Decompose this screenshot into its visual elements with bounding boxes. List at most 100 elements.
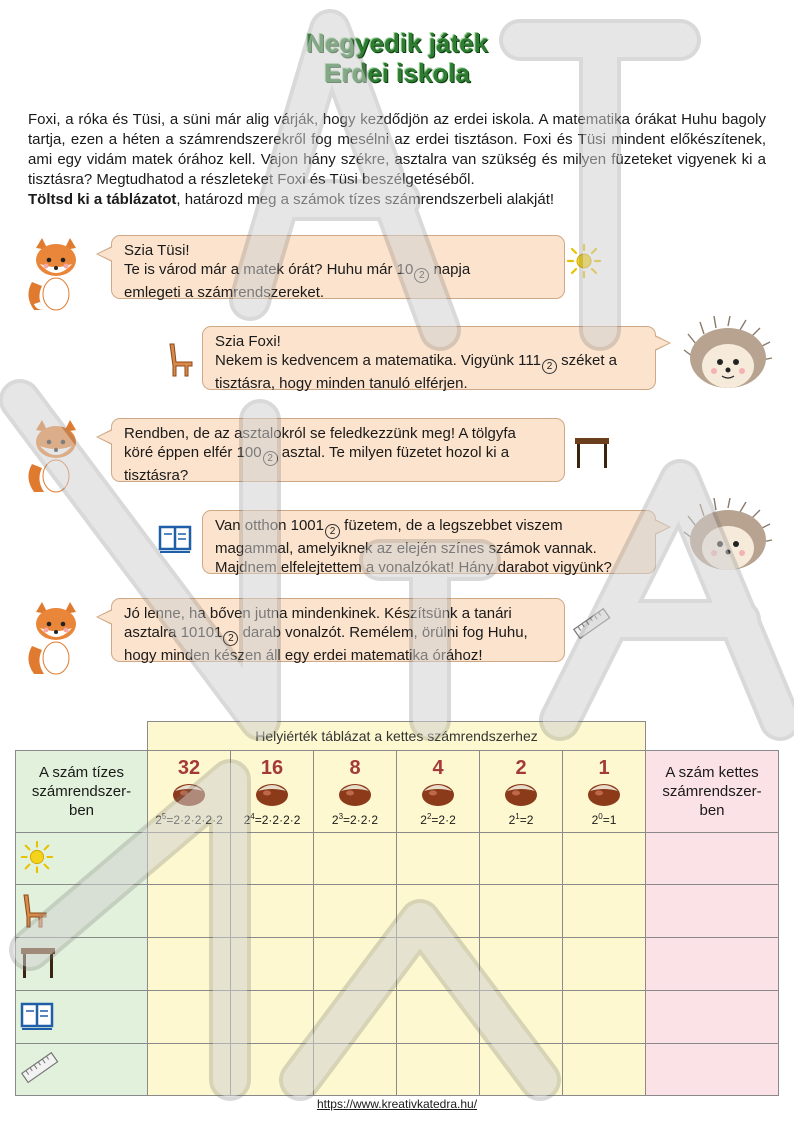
answer-cell[interactable] [396,990,480,1044]
decimal-column-header: A szám tízes számrendszer-ben [15,750,148,833]
answer-cell[interactable] [230,990,314,1044]
power-exponent: 2 [426,811,432,821]
answer-cell[interactable] [147,884,231,938]
hedgehog-icon [683,498,773,570]
bubble-2-line-2: Nekem is kedvencem a matematika. Vigyünk… [215,351,643,374]
answer-cell[interactable] [479,1043,563,1096]
answer-cell[interactable] [313,990,397,1044]
bubble-5-text-a: asztalra 10101 [124,624,223,641]
table-icon [21,947,55,978]
answer-cell[interactable] [562,990,646,1044]
answer-cell[interactable] [562,1043,646,1096]
answer-cell[interactable] [479,937,563,991]
place-value-label: 1 [598,756,610,779]
place-power-label: 20=1 [563,810,645,827]
power-exponent: 4 [250,811,255,821]
place-cell-32: 32 25=2·2·2·2·2 [147,750,231,833]
bubble-1-text-a: Te is várod már a matek órát? Huhu már 1… [124,261,414,278]
answer-cell[interactable] [645,832,779,885]
power-base: 2 [155,812,162,827]
row-label [15,990,148,1044]
bubble-1-line-1: Szia Tüsi! [124,242,190,259]
answer-cell[interactable] [230,1043,314,1096]
base-mark: 2 [324,524,340,539]
table-row [15,937,779,991]
answer-cell[interactable] [230,884,314,938]
table-row [15,1043,779,1096]
power-exponent: 0 [598,811,603,821]
bubble-4-line-3: Majdnem elfelejtettem a vonalzókat! Hány… [215,559,612,576]
intro-paragraph: Foxi, a róka és Tüsi, a süni már alig vá… [28,110,766,210]
answer-cell[interactable] [147,832,231,885]
answer-cell[interactable] [396,884,480,938]
place-power-label: 25=2·2·2·2·2 [148,810,230,827]
power-expansion: =2·2·2·2·2 [166,812,223,827]
speech-bubble-3: Rendben, de az asztalokról se feledkezzü… [96,418,565,484]
chestnut-icon [173,783,205,806]
title-line-2: Erdei iskola [324,58,470,88]
bubble-2-line-1: Szia Foxi! [215,333,281,350]
answer-cell[interactable] [645,990,779,1044]
answer-cell[interactable] [396,1043,480,1096]
sun-icon [20,840,54,874]
answer-cell[interactable] [313,884,397,938]
power-base: 2 [243,812,251,827]
bubble-2-text-a: Nekem is kedvencem a matematika. Vigyünk… [215,352,541,369]
title-line-1: Negyedik játék [305,28,489,58]
base-mark: 2 [414,268,430,283]
answer-cell[interactable] [230,937,314,991]
book-icon [20,1002,54,1030]
answer-cell[interactable] [313,1043,397,1096]
place-power-label: 21=2 [480,810,562,827]
row-label [15,884,148,938]
base-mark: 2 [542,359,557,374]
answer-cell[interactable] [479,832,563,885]
answer-cell[interactable] [562,937,646,991]
power-expansion: =2 [519,812,534,827]
fox-icon [28,602,76,675]
power-exponent: 5 [161,811,167,821]
sun-icon [566,243,602,279]
answer-cell[interactable] [562,884,646,938]
table-row [15,990,779,1044]
answer-cell[interactable] [479,884,563,938]
table-icon [575,438,609,468]
place-value-label: 4 [432,756,444,779]
chestnut-icon [505,783,537,806]
base-mark: 2 [262,451,278,466]
power-expansion: =2·2·2·2 [254,812,301,827]
chestnut-icon [588,783,620,806]
power-expansion: =2·2·2 [343,812,379,827]
answer-cell[interactable] [313,832,397,885]
answer-cell[interactable] [645,937,779,991]
intro-instruction-bold: Töltsd ki a táblázatot [28,191,177,208]
bubble-3-line-1: Rendben, de az asztalokról se feledkezzü… [124,425,516,442]
speech-bubble-1: Szia Tüsi! Te is várod már a matek órát?… [96,235,565,301]
place-value-label: 32 [177,756,201,779]
footer-link[interactable]: https://www.kreativkatedra.hu/ [316,1097,478,1111]
answer-cell[interactable] [147,937,231,991]
answer-cell[interactable] [313,937,397,991]
bubble-2-text-b: széket a [557,352,618,369]
answer-cell[interactable] [562,832,646,885]
power-base: 2 [591,812,599,827]
power-expansion: =1 [602,812,617,827]
answer-cell[interactable] [147,990,231,1044]
intro-instruction-rest: , határozd meg a számok tízes számrendsz… [176,191,555,208]
intro-text: Foxi, a róka és Tüsi, a süni már alig vá… [28,111,766,188]
base-mark: 2 [223,631,239,646]
fox-icon [28,420,76,493]
bubble-1-text-b: napja [429,261,471,278]
answer-cell[interactable] [645,1043,779,1096]
chestnut-icon [339,783,371,806]
answer-cell[interactable] [230,832,314,885]
place-power-label: 23=2·2·2 [314,810,396,827]
answer-cell[interactable] [645,884,779,938]
answer-cell[interactable] [147,1043,231,1096]
chestnut-icon [422,783,454,806]
answer-cell[interactable] [479,990,563,1044]
fox-icon [28,238,76,311]
answer-cell[interactable] [396,937,480,991]
answer-cell[interactable] [396,832,480,885]
